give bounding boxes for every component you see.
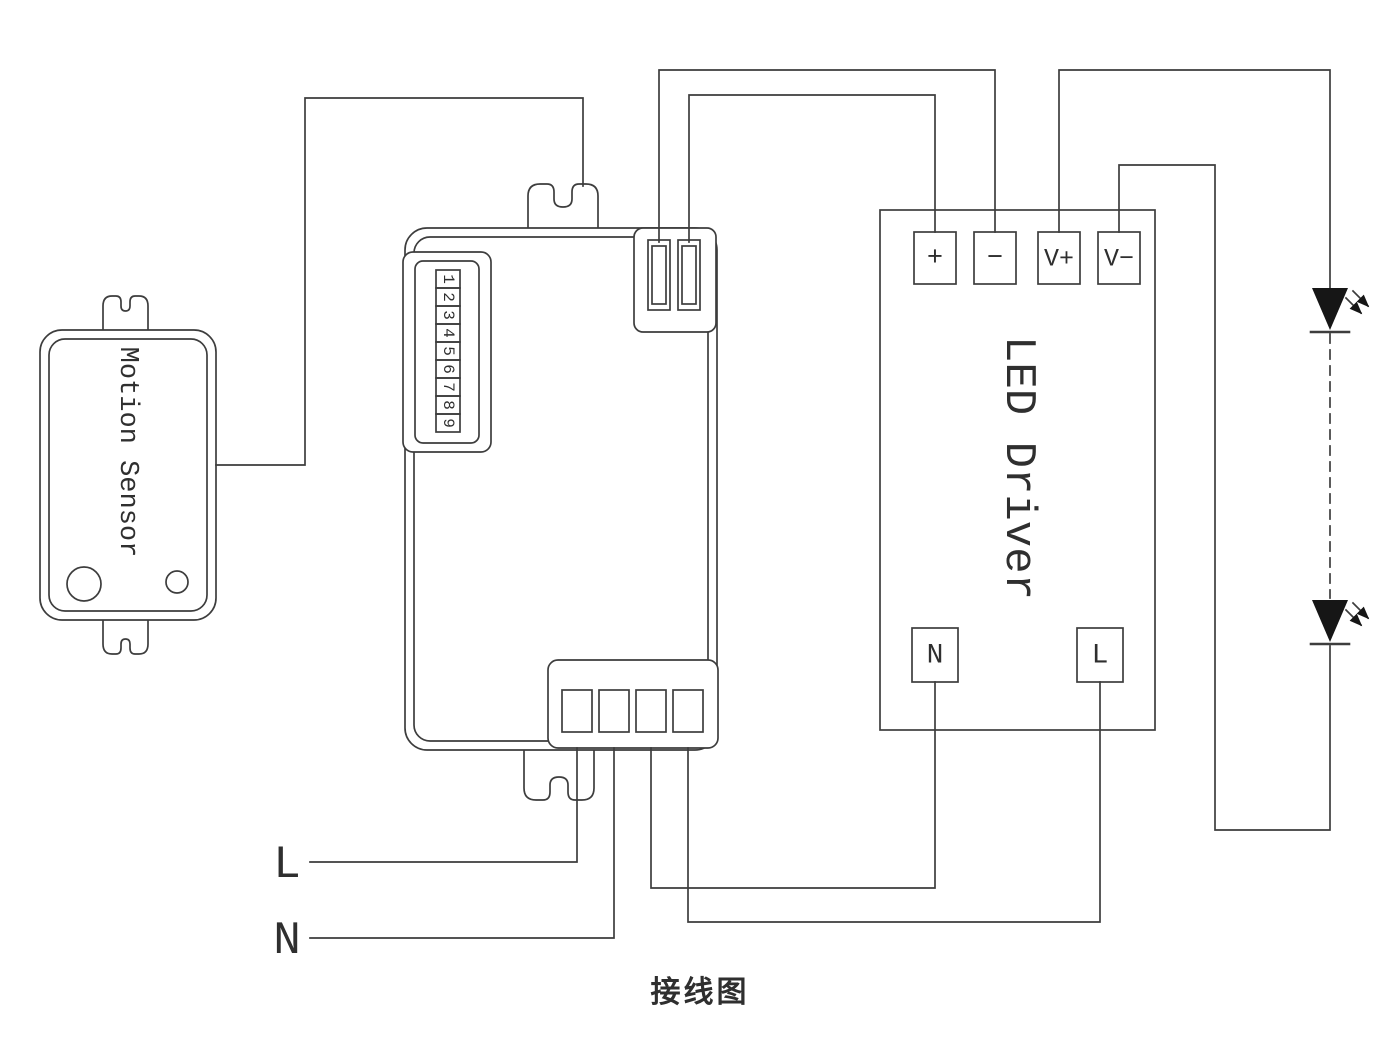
wire-mains-neutral-to-controller [309,747,615,939]
dip-digit: 7 [439,382,457,392]
wire-controller-to-driver-neutral [650,681,936,889]
output-block [633,227,717,333]
sensor-controller: 1 2 3 4 5 6 7 8 9 [402,183,719,801]
wire-controller-to-driver-minus [658,69,996,243]
motion-sensor: Motion Sensor [39,295,217,655]
terminal-live-label: L [1092,641,1109,672]
led-driver: LED Driver + − V+ V− N L [879,209,1156,731]
wire-led-string-to-vminus [1118,164,1331,831]
mains-block [547,659,719,749]
mains-neutral-label: N [273,915,301,967]
dip-digit: 3 [439,310,457,320]
wire-mains-live-to-controller [309,747,578,863]
terminal-minus-label: − [987,244,1003,274]
controller-bottom-tab [523,749,595,801]
motion-sensor-bottom-tab [102,617,149,655]
mains-terminal-slot [598,689,630,733]
diagram-lines: Motion Sensor 1 2 [39,69,1370,1010]
terminal-v-minus-label: V− [1104,245,1134,274]
motion-sensor-body-inner [48,338,208,612]
led-symbol-top [1309,288,1370,334]
dip-digit: 9 [439,418,457,428]
mains-terminal-slot [635,689,667,733]
output-terminal-slot-inner [681,245,697,305]
terminal-neutral-label: N [927,641,944,672]
dip-digit: 1 [439,274,457,284]
controller-mains-terminal-block [547,659,719,749]
motion-sensor-label: Motion Sensor [112,347,142,558]
dip-digit: 4 [439,328,457,338]
mains-terminal-slot [672,689,704,733]
led-diode-triangle [1312,600,1348,642]
terminal-v-plus-label: V+ [1044,245,1074,274]
motion-sensor-led-hole [165,570,189,594]
led-emission-arrow [1344,296,1363,315]
diagram-title: 接线图 [651,975,750,1010]
dip-digit: 5 [439,346,457,356]
led-diode-triangle [1312,288,1348,330]
motion-sensor-lens [66,566,102,602]
wire-sensor-to-controller [215,97,584,466]
dip-slot [435,413,461,433]
led-driver-body [879,209,1156,731]
wire-vplus-to-led-string [1058,69,1331,289]
led-emission-arrow [1351,601,1370,620]
dip-digit: 2 [439,292,457,302]
controller-output-terminal-block [633,227,717,333]
motion-sensor-body [39,329,217,621]
led-symbol-bottom [1309,600,1370,646]
led-string [1309,288,1370,646]
dip-switch-panel: 1 2 3 4 5 6 7 8 9 [402,251,492,453]
wires [215,69,1331,939]
dip-digit: 6 [439,364,457,374]
led-emission-arrow [1344,608,1363,627]
motion-sensor-top-tab [102,295,149,333]
dip-panel-outer [402,251,492,453]
wire-controller-to-driver-plus [688,94,936,243]
led-emission-arrow [1351,289,1370,308]
led-driver-label: LED Driver [993,336,1043,600]
controller-top-tab [527,183,599,229]
dip-panel-inner [414,260,480,444]
mains-terminal-slot [561,689,593,733]
wire-controller-to-driver-live [687,681,1101,923]
terminal-plus-label: + [927,244,943,274]
dip-digit: 8 [439,400,457,410]
output-terminal-slot-inner [651,245,667,305]
mains-live-label: L [273,839,301,891]
